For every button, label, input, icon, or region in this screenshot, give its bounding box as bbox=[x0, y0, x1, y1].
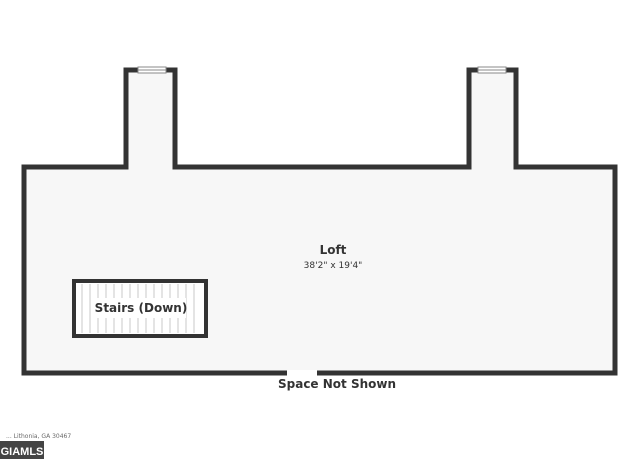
stairs: Stairs (Down) bbox=[72, 279, 208, 338]
space-not-shown-label: Space Not Shown bbox=[278, 377, 396, 391]
room-dimensions: 38'2" x 19'4" bbox=[304, 261, 363, 271]
stairs-label: Stairs (Down) bbox=[95, 301, 188, 315]
mls-logo: GIAMLS bbox=[0, 441, 44, 459]
window-left bbox=[137, 66, 167, 74]
logo-text: GIAMLS bbox=[1, 446, 44, 458]
property-address: ... Lithonia, GA 30467 bbox=[6, 433, 71, 440]
wall-opening bbox=[287, 370, 317, 376]
room-name: Loft bbox=[320, 243, 347, 257]
window-right bbox=[477, 66, 507, 74]
